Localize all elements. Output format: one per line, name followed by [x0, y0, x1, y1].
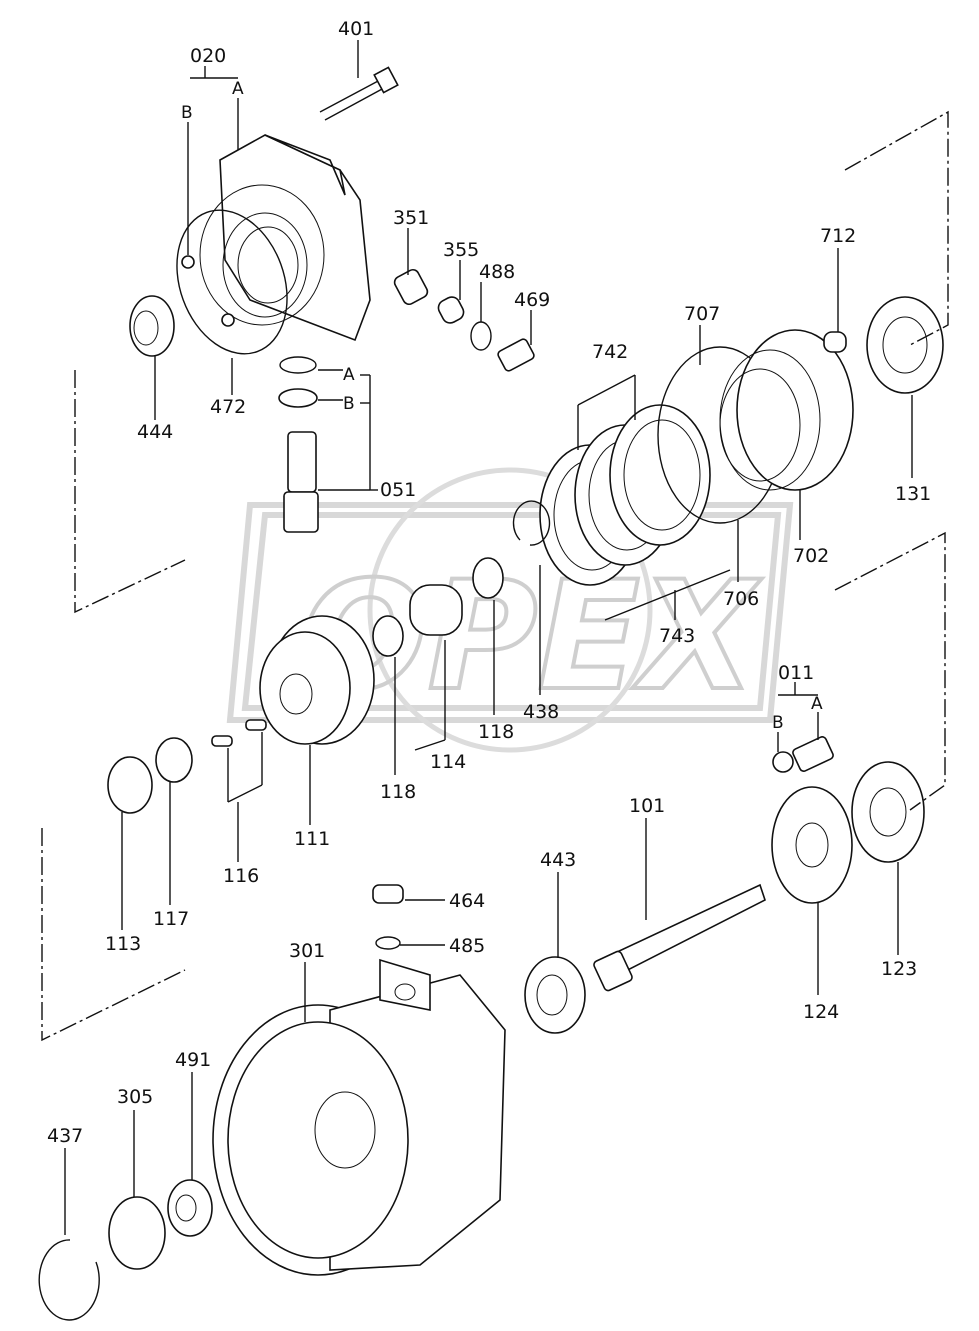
seal-491	[167, 1179, 213, 1237]
label-742: 742	[592, 341, 628, 363]
label-020: 020	[190, 45, 226, 67]
label-706: 706	[723, 588, 759, 610]
label-011: 011	[778, 662, 814, 684]
valve-011	[772, 736, 834, 773]
label-118-b: 118	[380, 781, 416, 803]
label-111: 111	[294, 828, 330, 850]
label-443: 443	[540, 849, 576, 871]
swash-plate-123	[851, 761, 925, 863]
retainer-113	[107, 756, 153, 814]
o-ring-472	[176, 209, 288, 355]
label-051-b: B	[343, 394, 355, 414]
valve-051	[283, 431, 319, 533]
label-117: 117	[153, 908, 189, 930]
label-114: 114	[430, 751, 466, 773]
pins-116	[211, 719, 267, 747]
o-ring-485	[375, 936, 401, 950]
snap-ring-437	[38, 1239, 100, 1321]
label-444: 444	[137, 421, 173, 443]
shaft-101	[593, 883, 766, 992]
label-011-a: A	[811, 694, 823, 714]
valve-cover	[181, 134, 371, 342]
label-305: 305	[117, 1086, 153, 1108]
label-438: 438	[523, 701, 559, 723]
thrust-plate-124	[771, 786, 853, 904]
bearing-443	[524, 956, 586, 1034]
spring-114	[409, 584, 463, 636]
plug-464	[372, 884, 404, 904]
label-712: 712	[820, 225, 856, 247]
label-464: 464	[449, 890, 485, 912]
washer-118b	[472, 557, 504, 599]
part-labels: 401 020 A B 351 355 488 469 712 707 742 …	[47, 18, 931, 1147]
bolt-401	[319, 66, 399, 121]
leader-lines	[41, 40, 949, 1235]
label-702: 702	[793, 545, 829, 567]
label-401: 401	[338, 18, 374, 40]
label-101: 101	[629, 795, 665, 817]
label-355: 355	[443, 239, 479, 261]
label-472: 472	[210, 396, 246, 418]
housing-301	[212, 958, 506, 1276]
snap-ring-438	[512, 500, 551, 546]
label-437: 437	[47, 1125, 83, 1147]
seal-051b	[278, 388, 318, 408]
label-020-a: A	[232, 79, 244, 99]
o-ring-051a	[279, 356, 317, 374]
brake-piston-702	[719, 329, 854, 491]
cylinder-block-111	[259, 615, 375, 745]
label-118-a: 118	[478, 721, 514, 743]
label-124: 124	[803, 1001, 839, 1023]
spring-355	[437, 296, 465, 324]
washer-305	[108, 1196, 166, 1270]
spacer-117	[155, 737, 193, 783]
label-051: 051	[380, 479, 416, 501]
label-020-b: B	[181, 103, 193, 123]
label-051-a: A	[343, 365, 355, 385]
label-116: 116	[223, 865, 259, 887]
label-123: 123	[881, 958, 917, 980]
o-ring-488	[470, 321, 492, 351]
label-469: 469	[514, 289, 550, 311]
label-485: 485	[449, 935, 485, 957]
label-707: 707	[684, 303, 720, 325]
label-743: 743	[659, 625, 695, 647]
valve-plate-131	[866, 296, 944, 394]
label-488: 488	[479, 261, 515, 283]
friction-plates-742	[539, 404, 711, 586]
label-491: 491	[175, 1049, 211, 1071]
bearing-444	[129, 295, 175, 357]
label-301: 301	[289, 940, 325, 962]
label-011-b: B	[772, 713, 784, 733]
plug-469	[497, 338, 535, 372]
label-113: 113	[105, 933, 141, 955]
spring-712	[823, 331, 847, 353]
label-131: 131	[895, 483, 931, 505]
washer-118a	[372, 615, 404, 657]
label-351: 351	[393, 207, 429, 229]
plug-351	[393, 268, 429, 306]
